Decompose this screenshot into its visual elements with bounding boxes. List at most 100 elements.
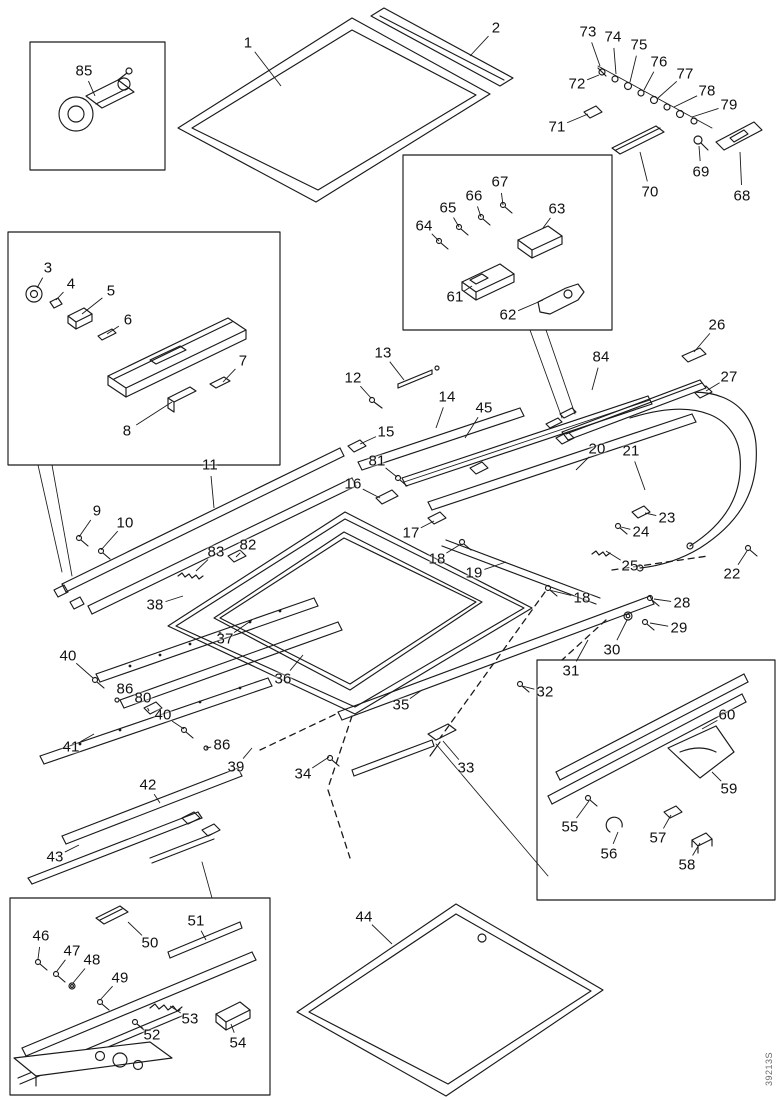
callout-leader-82 bbox=[235, 552, 241, 558]
callout-leader-34 bbox=[311, 756, 330, 769]
callout-56: 56 bbox=[600, 845, 618, 863]
callout-23: 23 bbox=[658, 509, 676, 527]
callout-leader-74 bbox=[613, 47, 617, 75]
callout-10: 10 bbox=[116, 514, 134, 532]
callout-leader-1 bbox=[254, 51, 282, 87]
callout-57: 57 bbox=[649, 829, 667, 847]
callout-59: 59 bbox=[720, 780, 738, 798]
callout-3: 3 bbox=[43, 259, 53, 277]
callout-leader-14 bbox=[435, 407, 444, 429]
callout-leader-13 bbox=[389, 361, 405, 381]
detail-box-rear-mech bbox=[536, 659, 776, 901]
callout-36: 36 bbox=[274, 670, 292, 688]
callout-80: 80 bbox=[134, 689, 152, 707]
callout-27: 27 bbox=[720, 368, 738, 386]
callout-leader-17 bbox=[420, 520, 435, 529]
drive-cables bbox=[629, 347, 758, 572]
callout-12: 12 bbox=[344, 369, 362, 387]
callout-leader-67 bbox=[500, 192, 504, 206]
callout-4: 4 bbox=[66, 275, 76, 293]
callout-18: 18 bbox=[428, 550, 446, 568]
callout-leader-40 bbox=[171, 720, 185, 730]
callout-44: 44 bbox=[355, 908, 373, 926]
callout-leader-53 bbox=[169, 1005, 182, 1014]
callout-leader-10 bbox=[100, 530, 119, 551]
callout-25: 25 bbox=[621, 557, 639, 575]
detail-box-clips bbox=[402, 154, 613, 429]
callout-18: 18 bbox=[573, 589, 591, 607]
callout-leader-43 bbox=[64, 844, 80, 853]
callout-leader-57 bbox=[663, 814, 672, 829]
callout-53: 53 bbox=[181, 1010, 199, 1028]
callout-46: 46 bbox=[32, 927, 50, 945]
callout-leader-62 bbox=[517, 299, 544, 312]
callout-40: 40 bbox=[59, 647, 77, 665]
callout-13: 13 bbox=[374, 344, 392, 362]
callout-leader-37 bbox=[233, 619, 253, 634]
callout-leader-75 bbox=[629, 55, 637, 83]
roof-frame bbox=[167, 511, 601, 715]
callout-1: 1 bbox=[243, 34, 253, 52]
callout-82: 82 bbox=[239, 536, 257, 554]
callout-leader-28 bbox=[653, 598, 672, 602]
callout-leader-33 bbox=[442, 740, 460, 760]
callout-49: 49 bbox=[111, 969, 129, 987]
left-rails bbox=[53, 447, 357, 615]
callout-leader-24 bbox=[620, 526, 631, 530]
callout-30: 30 bbox=[603, 641, 621, 659]
callout-55: 55 bbox=[561, 818, 579, 836]
callout-leader-42 bbox=[153, 793, 161, 804]
callout-leader-22 bbox=[737, 550, 748, 566]
callout-leader-5 bbox=[81, 297, 103, 315]
callout-28: 28 bbox=[673, 594, 691, 612]
callout-leader-85 bbox=[88, 80, 96, 97]
callout-leader-68 bbox=[739, 151, 742, 186]
callout-leader-26 bbox=[693, 333, 711, 353]
callout-leader-72 bbox=[587, 74, 600, 81]
callout-86: 86 bbox=[213, 736, 231, 754]
callout-leader-73 bbox=[591, 42, 601, 67]
callout-24: 24 bbox=[632, 523, 650, 541]
callout-leader-59 bbox=[711, 771, 722, 782]
callout-leader-83 bbox=[195, 559, 209, 572]
callout-leader-48 bbox=[72, 968, 86, 984]
callout-84: 84 bbox=[592, 348, 610, 366]
callout-62: 62 bbox=[499, 306, 517, 324]
callout-76: 76 bbox=[650, 53, 668, 71]
callout-leader-70 bbox=[639, 151, 648, 182]
callout-19: 19 bbox=[465, 564, 483, 582]
callout-71: 71 bbox=[548, 118, 566, 136]
callout-66: 66 bbox=[465, 187, 483, 205]
callout-29: 29 bbox=[670, 619, 688, 637]
callout-leader-9 bbox=[78, 519, 92, 538]
callout-leader-20 bbox=[575, 456, 590, 471]
callout-leader-65 bbox=[453, 217, 460, 228]
callout-leader-66 bbox=[477, 206, 482, 218]
callout-33: 33 bbox=[457, 759, 475, 777]
callout-11: 11 bbox=[202, 456, 218, 474]
deflector-parts bbox=[347, 365, 525, 505]
callout-21: 21 bbox=[622, 442, 640, 460]
callout-leader-58 bbox=[692, 842, 701, 856]
callout-leader-50 bbox=[127, 921, 143, 936]
callout-leader-27 bbox=[705, 382, 720, 392]
callout-leader-18 bbox=[446, 543, 462, 554]
callout-22: 22 bbox=[723, 565, 741, 583]
callout-61: 61 bbox=[446, 288, 464, 306]
callout-79: 79 bbox=[720, 96, 738, 114]
callout-81: 81 bbox=[368, 452, 386, 470]
callout-9: 9 bbox=[92, 502, 102, 520]
callout-45: 45 bbox=[475, 399, 493, 417]
callout-47: 47 bbox=[63, 942, 81, 960]
callout-41: 41 bbox=[62, 738, 80, 756]
callout-leader-63 bbox=[542, 217, 551, 229]
callout-63: 63 bbox=[548, 200, 566, 218]
callout-leader-21 bbox=[634, 461, 646, 491]
callout-51: 51 bbox=[187, 912, 205, 930]
callout-leader-12 bbox=[360, 385, 372, 399]
callout-5: 5 bbox=[106, 282, 116, 300]
callout-leader-64 bbox=[431, 233, 440, 242]
callout-leader-6 bbox=[106, 325, 120, 335]
callout-leader-77 bbox=[657, 80, 678, 99]
